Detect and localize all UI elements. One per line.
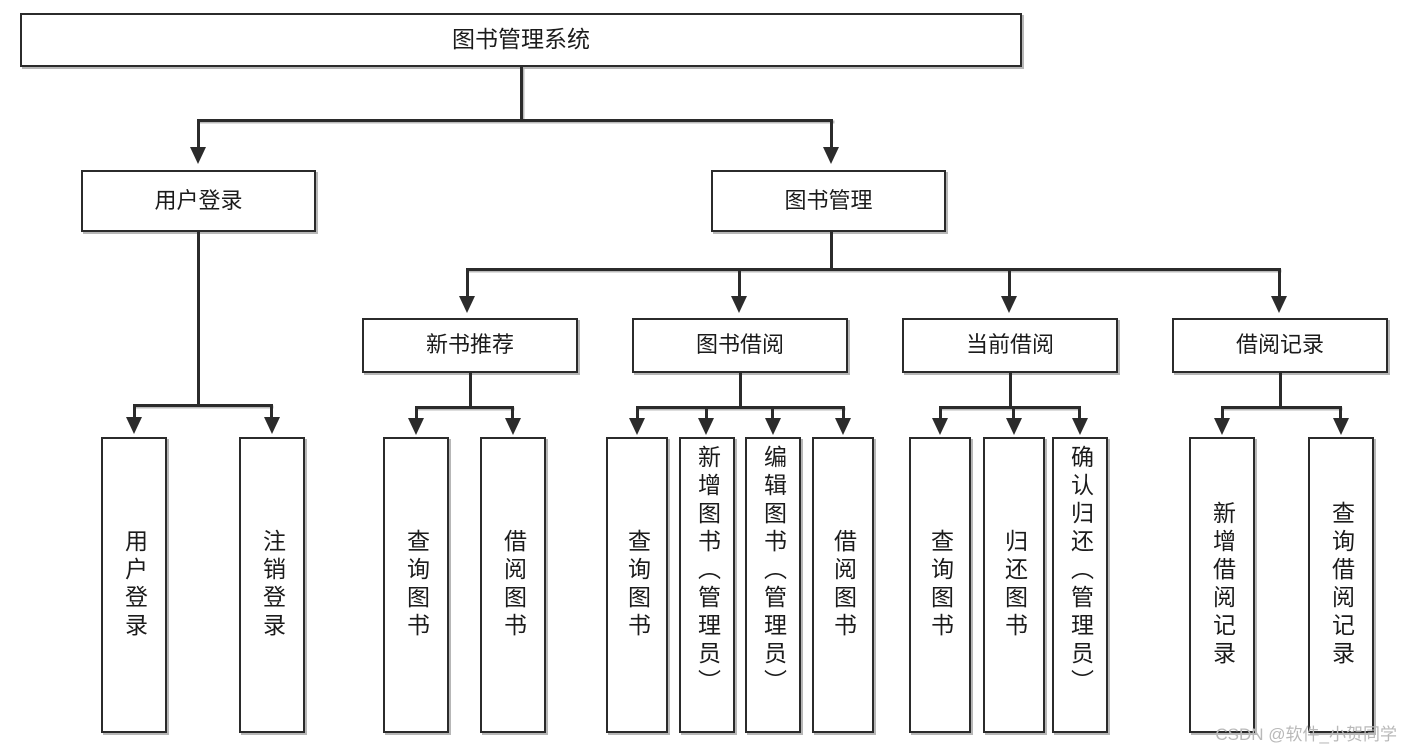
edge-to-leaf-borrow-book-2 (842, 406, 845, 421)
leaf-label: 查询图书 (927, 529, 954, 641)
leaf-query-record[interactable]: 查询借阅记录 (1308, 437, 1374, 733)
edge-user-login-bus (133, 404, 272, 407)
edge-to-user-login (197, 119, 200, 151)
leaf-user-logout[interactable]: 注销登录 (239, 437, 305, 733)
edge-to-leaf-query-book-2 (636, 406, 639, 421)
edge-new-book-recommend-bus (415, 406, 513, 409)
edge-to-leaf-edit-book (771, 406, 774, 421)
leaf-label: 查询图书 (624, 529, 651, 641)
arrowhead-leaf-borrow-book-2 (835, 418, 851, 435)
arrowhead-book-borrow (731, 296, 747, 313)
arrowhead-leaf-add-record (1214, 418, 1230, 435)
edge-current-borrow-trunk (1009, 373, 1012, 408)
arrowhead-user-login (190, 147, 206, 164)
node-book-borrow[interactable]: 图书借阅 (632, 318, 848, 373)
arrowhead-new-book-recommend (459, 296, 475, 313)
edge-to-leaf-add-record (1221, 406, 1224, 421)
leaf-add-book[interactable]: 新增图书（管理员） (679, 437, 735, 733)
arrowhead-leaf-user-login (126, 417, 142, 434)
leaf-label: 用户登录 (121, 529, 148, 641)
arrowhead-leaf-user-logout (264, 417, 280, 434)
edge-to-book-manage (830, 119, 833, 151)
node-borrow-record[interactable]: 借阅记录 (1172, 318, 1388, 373)
leaf-user-login[interactable]: 用户登录 (101, 437, 167, 733)
node-label: 图书借阅 (695, 332, 784, 358)
edge-borrow-record-bus (1221, 406, 1341, 409)
edge-level3-bus (466, 268, 1280, 271)
leaf-label: 借阅图书 (500, 529, 527, 641)
node-label: 图书管理系统 (452, 26, 590, 53)
arrowhead-leaf-query-book-1 (408, 418, 424, 435)
edge-borrow-record-trunk (1279, 373, 1282, 408)
leaf-label: 新增借阅记录 (1209, 501, 1236, 669)
leaf-label: 新增图书（管理员） (694, 445, 721, 697)
edge-to-leaf-query-book-1 (415, 406, 418, 421)
node-current-borrow[interactable]: 当前借阅 (902, 318, 1118, 373)
arrowhead-leaf-query-record (1333, 418, 1349, 435)
edge-to-leaf-query-book-3 (939, 406, 942, 421)
leaf-label: 借阅图书 (830, 529, 857, 641)
edge-to-new-book-recommend (466, 268, 469, 300)
edge-to-book-borrow (738, 268, 741, 300)
edge-book-borrow-bus (636, 406, 844, 409)
edge-to-leaf-user-logout (270, 404, 273, 421)
leaf-label: 查询借阅记录 (1328, 501, 1355, 669)
arrowhead-leaf-add-book (698, 418, 714, 435)
arrowhead-book-manage (823, 147, 839, 164)
node-user-login[interactable]: 用户登录 (81, 170, 316, 232)
node-label: 借阅记录 (1235, 332, 1324, 358)
node-book-manage[interactable]: 图书管理 (711, 170, 946, 232)
leaf-add-record[interactable]: 新增借阅记录 (1189, 437, 1255, 733)
leaf-label: 注销登录 (259, 529, 286, 641)
edge-to-borrow-record (1278, 268, 1281, 300)
edge-to-leaf-confirm-return (1078, 406, 1081, 421)
leaf-return-book[interactable]: 归还图书 (983, 437, 1045, 733)
edge-book-manage-trunk (830, 232, 833, 270)
arrowhead-leaf-return-book (1006, 418, 1022, 435)
arrowhead-leaf-borrow-book-1 (505, 418, 521, 435)
leaf-borrow-book-1[interactable]: 借阅图书 (480, 437, 546, 733)
node-new-book-recommend[interactable]: 新书推荐 (362, 318, 578, 373)
arrowhead-leaf-query-book-2 (629, 418, 645, 435)
leaf-label: 确认归还（管理员） (1067, 445, 1094, 697)
leaf-label: 归还图书 (1001, 529, 1028, 641)
edge-to-leaf-query-record (1339, 406, 1342, 421)
arrowhead-borrow-record (1271, 296, 1287, 313)
edge-to-leaf-borrow-book-1 (511, 406, 514, 421)
arrowhead-leaf-edit-book (765, 418, 781, 435)
edge-user-login-trunk (197, 232, 200, 406)
edge-to-current-borrow (1008, 268, 1011, 300)
leaf-borrow-book-2[interactable]: 借阅图书 (812, 437, 874, 733)
node-label: 用户登录 (154, 187, 243, 213)
arrowhead-leaf-confirm-return (1072, 418, 1088, 435)
edge-root-trunk (520, 67, 523, 119)
node-label: 图书管理 (784, 187, 873, 213)
arrowhead-current-borrow (1001, 296, 1017, 313)
node-root-book-management-system[interactable]: 图书管理系统 (20, 13, 1022, 67)
edge-current-borrow-bus (939, 406, 1078, 409)
leaf-label: 查询图书 (403, 529, 430, 641)
leaf-label: 编辑图书（管理员） (760, 445, 787, 697)
arrowhead-leaf-query-book-3 (932, 418, 948, 435)
edge-level2-bus (197, 119, 833, 122)
node-label: 当前借阅 (965, 332, 1054, 358)
edge-to-leaf-return-book (1012, 406, 1015, 421)
edge-to-leaf-add-book (705, 406, 708, 421)
edge-book-borrow-trunk (739, 373, 742, 408)
leaf-confirm-return[interactable]: 确认归还（管理员） (1052, 437, 1108, 733)
edge-new-book-recommend-trunk (469, 373, 472, 408)
leaf-query-book-2[interactable]: 查询图书 (606, 437, 668, 733)
edge-to-leaf-user-login (133, 404, 136, 421)
node-label: 新书推荐 (425, 332, 514, 358)
leaf-query-book-1[interactable]: 查询图书 (383, 437, 449, 733)
leaf-query-book-3[interactable]: 查询图书 (909, 437, 971, 733)
leaf-edit-book[interactable]: 编辑图书（管理员） (745, 437, 801, 733)
